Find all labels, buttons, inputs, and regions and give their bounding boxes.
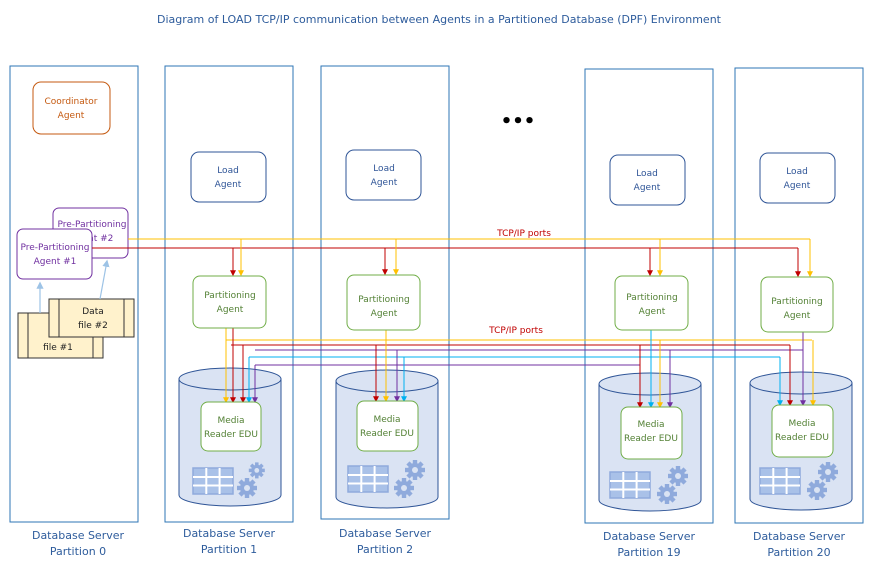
partitioning-agent-label: Partitioning [626,293,677,303]
partitioning-agent [346,274,421,331]
partitioning-agent [614,275,689,331]
partitioning-agent-label: Agent [371,309,398,319]
partitioning-agent-label: Agent [217,305,244,315]
load-agent-label: Agent [215,180,242,190]
partitioning-agent-label: Partitioning [358,295,409,305]
media-reader-label: Media [217,416,244,426]
pre-partitioning-agent-label: Pre-Partitioning [21,243,90,253]
gear-icon [405,460,425,480]
partitioning-agent-label: Partitioning [204,291,255,301]
partitioning-agent [760,276,834,333]
media-reader-edu [200,401,262,452]
pre-partitioning-agent-1 [16,228,93,280]
grid-icon [609,471,651,499]
ellipsis-gap: ••• [501,111,536,132]
gear-icon [237,478,257,498]
data-file-label: file #2 [78,321,108,331]
column-label-server: Database Server [339,527,432,540]
load-agent [190,151,267,203]
data-file-label: Data [82,307,104,317]
media-reader-edu [620,406,683,460]
media-reader-label: Media [788,419,815,429]
gear-icon [394,478,414,498]
grid-icon [759,467,801,495]
media-reader-label: Media [637,420,664,430]
server-column-partition-1 [164,65,294,523]
media-reader-label: Reader EDU [204,430,258,440]
gear-icon [668,466,688,486]
partitioning-agent-label: Agent [639,307,666,317]
load-agent [345,149,422,201]
load-agent [609,154,686,206]
data-file-label: file #1 [43,343,73,353]
load-agent-label: Agent [784,181,811,191]
partitioning-agent [192,275,267,329]
column-label-partition: Partition 0 [50,545,106,558]
column-label-partition: Partition 2 [357,543,413,556]
column-label-server: Database Server [603,530,696,543]
media-reader-label: Reader EDU [624,434,678,444]
grid-icon [192,467,234,495]
column-label-server: Database Server [183,527,276,540]
pre-partitioning-agent-label: Agent #1 [34,257,77,267]
media-reader-label: Reader EDU [775,433,829,443]
server-column-partition-2 [320,65,450,520]
column-label-server: Database Server [32,529,125,542]
gear-icon [818,462,838,482]
column-label-server: Database Server [753,530,846,543]
coordinator-agent-label: Agent [58,111,85,121]
column-label-partition: Partition 20 [767,546,830,559]
server-column-partition-19 [584,68,714,524]
tcp-ports-label-upper: TCP/IP ports [496,229,551,239]
media-reader-label: Reader EDU [360,429,414,439]
media-reader-edu [356,400,419,452]
server-column-partition-0 [9,65,139,523]
column-label-partition: Partition 19 [617,546,680,559]
load-agent-label: Load [786,167,808,177]
load-agent [759,152,836,204]
load-agent-label: Agent [371,178,398,188]
gear-icon [657,484,677,504]
data-file [48,298,135,338]
gear-icon [807,480,827,500]
coordinator-agent [32,81,111,135]
load-agent-label: Load [373,164,395,174]
partitioning-agent-label: Agent [784,311,811,321]
media-reader-label: Media [373,415,400,425]
tcp-ports-label-lower: TCP/IP ports [488,326,543,336]
coordinator-agent-label: Coordinator [44,97,97,107]
gear-icon [248,462,265,479]
load-agent-label: Agent [634,183,661,193]
column-label-partition: Partition 1 [201,543,257,556]
diagram-title: Diagram of LOAD TCP/IP communication bet… [157,13,722,26]
partitioning-agent-label: Partitioning [771,297,822,307]
pre-partitioning-agent-label: Pre-Partitioning [58,220,127,230]
media-reader-edu [771,404,834,458]
grid-icon [347,465,389,493]
server-column-partition-20 [734,67,864,524]
load-agent-label: Load [217,166,239,176]
load-agent-label: Load [636,169,658,179]
